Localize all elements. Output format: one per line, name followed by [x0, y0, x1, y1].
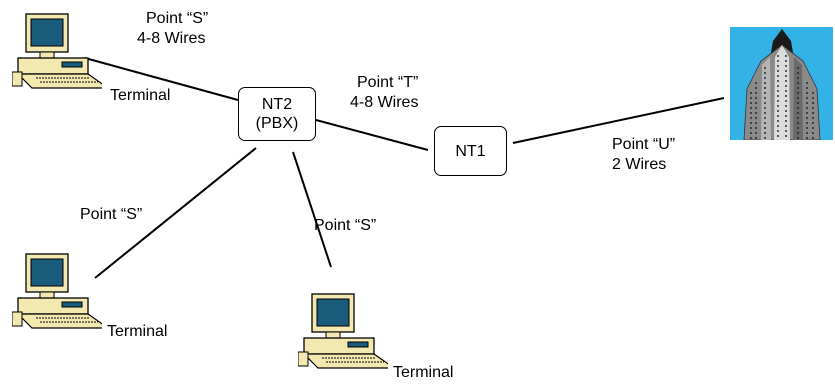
- link-s-left-line: [94, 147, 257, 279]
- computer-terminal-icon: [297, 293, 396, 369]
- link-s-top-line: [84, 57, 239, 101]
- link-s-top-point: Point “S”: [146, 10, 209, 27]
- link-t-wires: 4-8 Wires: [350, 94, 419, 111]
- link-u-wires: 2 Wires: [612, 156, 667, 173]
- link-s-top-wires: 4-8 Wires: [137, 30, 206, 47]
- link-s-left-point: Point “S”: [80, 206, 143, 223]
- computer-terminal-icon: [11, 13, 110, 89]
- link-u-point: Point “U”: [612, 136, 676, 153]
- link-s-mid-line: [292, 151, 332, 268]
- pbx-label: (PBX): [255, 115, 299, 132]
- terminal-1: [11, 12, 110, 92]
- computer-terminal-icon: [11, 253, 110, 329]
- link-t-line: [315, 119, 429, 151]
- link-s-mid-point: Point “S”: [314, 217, 377, 234]
- nt1-label: NT1: [455, 142, 486, 160]
- terminal-1-label: Terminal: [110, 87, 171, 104]
- office-building-icon: [730, 27, 833, 141]
- terminal-3: [297, 292, 396, 372]
- link-u-line: [512, 97, 725, 144]
- nt2-pbx-box: NT2 (PBX): [238, 87, 316, 141]
- terminal-3-label: Terminal: [393, 364, 454, 381]
- nt2-label: NT2: [261, 96, 293, 113]
- nt1-box: NT1: [434, 126, 507, 176]
- terminal-2: [11, 252, 110, 332]
- terminal-2-label: Terminal: [107, 323, 168, 340]
- link-t-point: Point “T”: [357, 74, 419, 91]
